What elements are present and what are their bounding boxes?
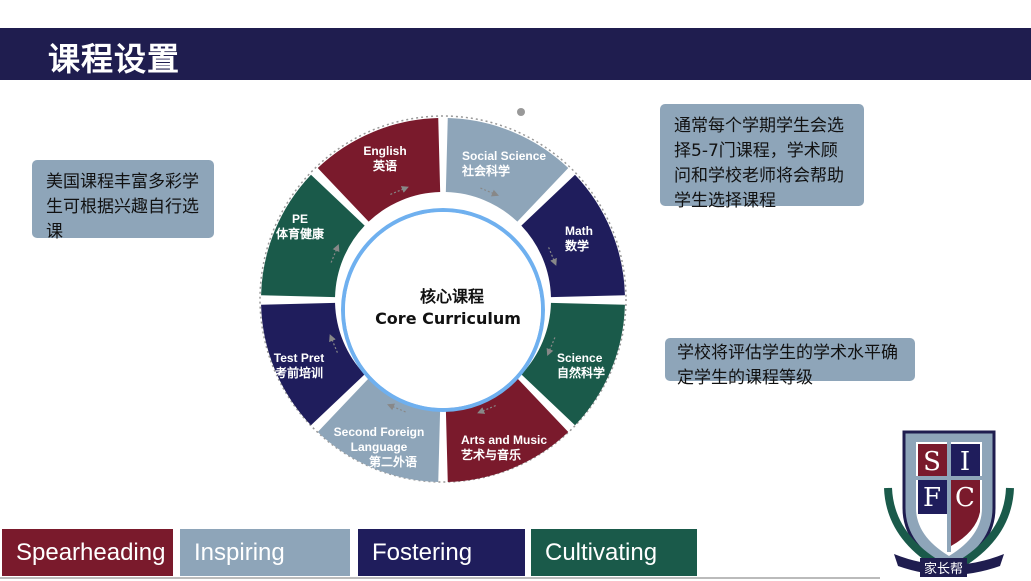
inner-white-core — [345, 212, 541, 408]
segment-math — [521, 174, 625, 298]
band-fostering: Fostering — [358, 529, 525, 576]
segment-label-zh: 自然科学 — [557, 365, 605, 380]
inner-blue-ring — [341, 208, 545, 412]
segment-arrow — [548, 247, 557, 266]
crest-letter-i: I — [960, 447, 970, 477]
crest-letter-s: S — [923, 447, 941, 477]
band-spearheading: Spearheading — [2, 529, 173, 576]
segment-arrow — [329, 334, 338, 353]
segment-label-zh: 体育健康 — [276, 226, 325, 241]
segment-social-science — [445, 118, 569, 222]
segment-arrow — [546, 337, 556, 356]
segment-label-en: PE — [292, 212, 308, 226]
segment-label-en: Language — [351, 440, 408, 454]
segment-label-en: Math — [565, 224, 593, 238]
segment-label-zh: 第二外语 — [369, 454, 417, 469]
center-en: Core Curriculum — [375, 309, 521, 328]
segment-label-zh: 英语 — [373, 158, 397, 173]
segment-label-zh: 考前培训 — [275, 365, 323, 380]
note-course-count: 通常每个学期学生会选择5-7门课程，学术顾问和学校老师将会帮助学生选择课程 — [660, 104, 864, 211]
segment-english — [317, 118, 441, 222]
segment-arrow — [480, 187, 499, 197]
segment-label-en: Test Pret — [274, 351, 324, 365]
segment-arrow — [390, 186, 409, 195]
school-crest-logo: S I F C — [884, 430, 1014, 575]
crest-letter-f: F — [923, 483, 941, 513]
segment-label-zh: 数学 — [565, 238, 589, 253]
page-title: 课程设置 — [48, 40, 181, 78]
segment-label-en: Social Science — [462, 149, 546, 163]
segment-label-en: Science — [557, 351, 603, 365]
segment-label-en: Second Foreign — [334, 425, 425, 439]
outer-dotted-ring — [259, 115, 627, 483]
note-course-level: 学校将评估学生的学术水平确定学生的课程等级 — [665, 338, 915, 388]
header-bar: 课程设置 — [0, 28, 1031, 80]
segment-label-en: English — [363, 144, 406, 158]
bottom-rule — [0, 577, 880, 579]
segment-label-en: Arts and Music — [461, 433, 547, 447]
segment-science — [521, 302, 625, 426]
arrows-layer — [329, 186, 557, 414]
segment-arrow — [387, 403, 406, 413]
crest-letter-c: C — [955, 483, 975, 513]
band-cultivating: Cultivating — [531, 529, 697, 576]
note-rich-courses: 美国课程丰富多彩学生可根据兴趣自行选课 — [32, 160, 214, 242]
segment-test-pret — [261, 302, 365, 426]
segment-label-zh: 艺术与音乐 — [461, 447, 521, 462]
segment-label-zh: 社会科学 — [461, 163, 510, 178]
segment-arrow — [477, 405, 496, 414]
outer-ring-dot — [517, 108, 525, 116]
segment-arrow — [330, 244, 340, 263]
segment-pe — [261, 174, 365, 298]
center-zh: 核心课程 — [420, 287, 484, 306]
brand-watermark: 家长帮 — [920, 558, 968, 577]
band-inspiring: Inspiring — [180, 529, 350, 576]
